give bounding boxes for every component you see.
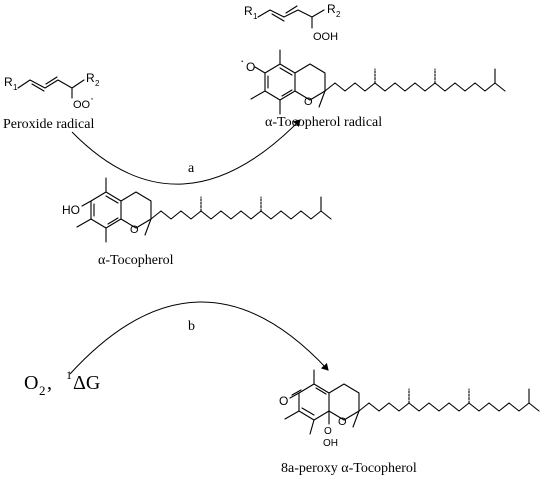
- reaction-arrow-b: [69, 301, 329, 375]
- peroxy-tocopherol-molecule: [284, 369, 360, 435]
- peroxy-ring-oxygen: O: [338, 416, 347, 428]
- tocopherol-ring-oxygen: O: [130, 224, 139, 236]
- radical-oxygen: O: [246, 60, 255, 74]
- ooh-group: OOH: [313, 31, 338, 43]
- arrow-b-label: b: [188, 319, 195, 334]
- hydroperoxide-r2-label: R: [327, 2, 336, 16]
- singlet-oxygen-reagent: O 2 , 1 ΔG: [24, 368, 100, 398]
- tocopherol-radical-label: α-Tocopherol radical: [265, 115, 382, 130]
- r1-label: R: [4, 75, 13, 89]
- oxygen-symbol: O: [24, 372, 38, 394]
- oxygen-radical-dot: ·: [240, 53, 244, 68]
- ring-oxygen: O: [304, 96, 313, 108]
- alpha-tocopherol-molecule: [76, 177, 152, 243]
- reagent-comma: ,: [47, 372, 52, 394]
- peroxy-tocopherol-label: 8a-peroxy α-Tocopherol: [281, 461, 417, 476]
- ketone-oxygen: O: [279, 394, 288, 408]
- tocopherol-radical-molecule: [250, 49, 326, 115]
- radical-dot: ·: [90, 91, 94, 105]
- singlet-superscript: 1: [66, 368, 72, 382]
- peroxyl-group: OO: [73, 99, 91, 111]
- hydroperoxide-r1-subscript: 1: [253, 12, 258, 21]
- alpha-tocopherol-label: α-Tocopherol: [98, 253, 174, 268]
- hydroperoxide-r2-subscript: 2: [336, 10, 341, 19]
- peroxy-hydroxyl: OH: [323, 438, 338, 449]
- peroxide-radical-label: Peroxide radical: [3, 117, 94, 132]
- singlet-delta-g: ΔG: [73, 372, 100, 394]
- peroxide-radical-molecule: R 1 R 2 OO ·: [4, 71, 100, 111]
- hydroxyl-group: HO: [62, 203, 80, 217]
- hydroperoxide-molecule: R 1 R 2 OOH: [244, 2, 341, 43]
- r1-subscript: 1: [13, 83, 18, 92]
- arrow-a-label: a: [188, 161, 195, 176]
- reaction-arrow-a: [71, 119, 301, 185]
- peroxy-oxygen: O: [324, 426, 332, 437]
- hydroperoxide-r1-label: R: [244, 4, 253, 18]
- r2-subscript: 2: [95, 79, 100, 88]
- oxygen-subscript: 2: [39, 383, 46, 398]
- r2-label: R: [86, 71, 95, 85]
